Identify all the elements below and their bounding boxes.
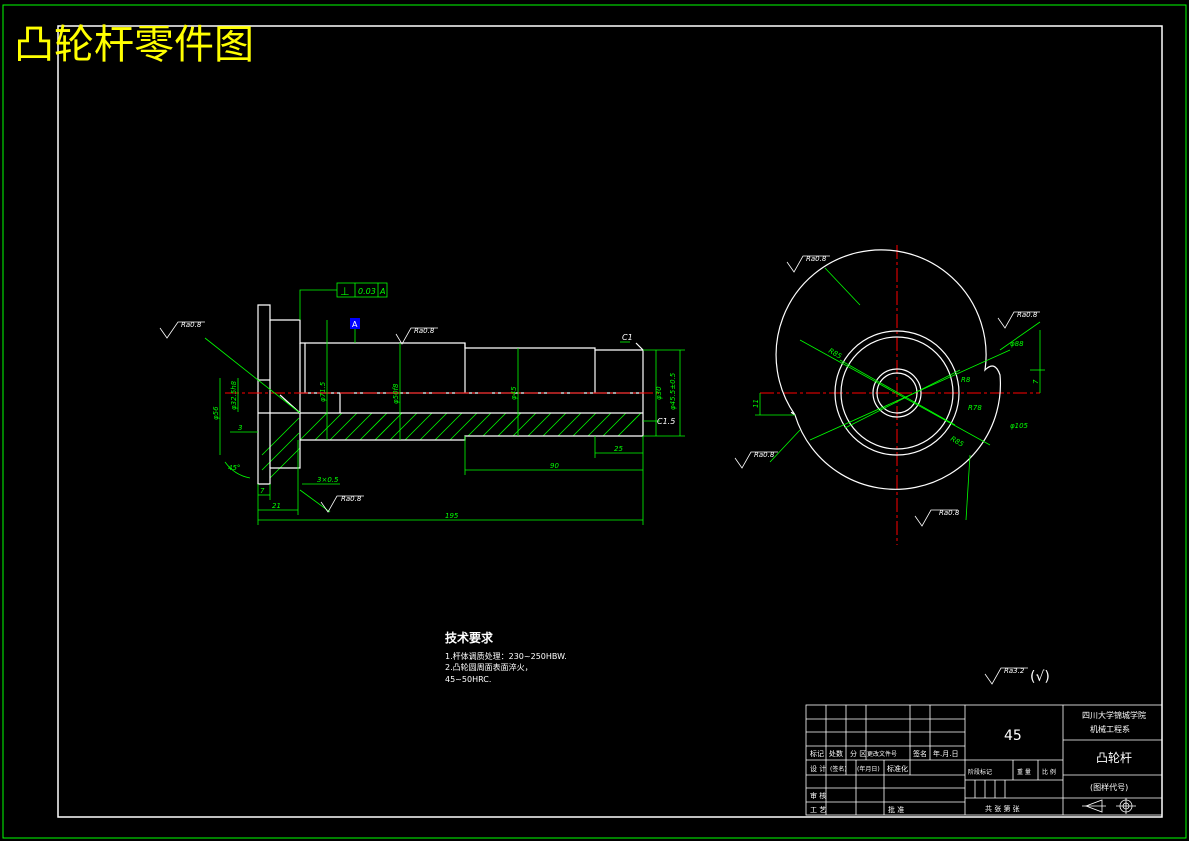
dim-7: 7 — [260, 487, 265, 495]
dim-mid-dia: φ45 — [510, 386, 518, 400]
dim-25: 25 — [614, 445, 623, 453]
tolerance-value: 0.03 — [358, 287, 376, 296]
tb-material: 45 — [1004, 728, 1022, 744]
dim-chamfer-c1: C1 — [622, 333, 633, 342]
tb-h-process: 工 艺 — [810, 806, 826, 814]
dim-side-7: 7 — [1032, 379, 1040, 384]
roughness-label-front-2: Ra0.8 — [414, 327, 435, 335]
side-view: Ra0.8 Ra0.8 Ra0.8 Ra0.8 R85 R85 φ88 R8 R… — [734, 245, 1045, 545]
dim-r85-a: R85 — [827, 347, 843, 361]
roughness-label-side-4: Ra0.8 — [939, 509, 960, 517]
dim-end-dia-2: φ45.5±0.5 — [669, 372, 677, 410]
tb-h-date: 年.月.日 — [933, 749, 958, 758]
roughness-symbols-front — [159, 321, 438, 513]
tolerance-symbol: ⊥ — [340, 285, 350, 298]
projection-symbol-icon — [1082, 798, 1136, 814]
dim-side-11: 11 — [752, 399, 760, 408]
section-hatching — [261, 412, 642, 479]
dim-groove-dia: φ71.5 — [319, 381, 327, 402]
tb-part-name: 凸轮杆 — [1096, 751, 1132, 765]
tech-req-line-1: 1.杆体调质处理：230~250HBW. — [445, 651, 567, 661]
tb-h-date2: (年月日) — [857, 765, 880, 773]
geometric-tolerance-frame: ⊥ 0.03 A — [336, 282, 388, 298]
general-roughness-value: Ra3.2 — [1004, 667, 1025, 675]
dim-angle: 45° — [228, 464, 240, 472]
tb-drawing-code: (图样代号) — [1090, 782, 1128, 792]
tb-h-design: 设 计 — [810, 764, 826, 773]
datum-letter: A — [352, 320, 358, 329]
tb-school-1: 四川大学锦城学院 — [1082, 710, 1146, 720]
dim-chamfer-c15: C1.5 — [657, 417, 675, 426]
dim-d88: φ88 — [1010, 340, 1024, 348]
dim-r78: R78 — [968, 404, 982, 412]
tech-req-line-2: 2.凸轮圆周面表面淬火， — [445, 662, 533, 672]
tb-h-approve: 批 准 — [888, 805, 904, 814]
roughness-symbols-side — [734, 255, 1040, 527]
tb-h-check: 审 核 — [810, 791, 826, 800]
dim-r85-b: R85 — [949, 435, 965, 449]
dim-d105: φ105 — [1010, 422, 1029, 430]
tb-school-2: 机械工程系 — [1090, 724, 1130, 734]
front-dimension-labels: φ56 φ32.5h8 φ71.5 φ50f8 φ45 φ30 φ45.5±0.… — [212, 333, 677, 520]
tb-h-std: 标准化 — [887, 764, 908, 773]
dim-end-dia-1: φ30 — [655, 386, 663, 400]
dim-3: 3 — [238, 424, 242, 432]
shaft-outline — [257, 304, 644, 485]
roughness-label-side-1: Ra0.8 — [806, 255, 827, 263]
dim-total: 195 — [445, 512, 459, 520]
tb-h-count: 处数 — [829, 749, 843, 758]
front-dimension-lines — [204, 289, 685, 525]
tech-req-heading: 技术要求 — [445, 630, 494, 645]
roughness-label-side-3: Ra0.8 — [754, 451, 775, 459]
general-roughness-suffix: (√) — [1030, 669, 1050, 685]
tb-h-sheet: 共 张 第 张 — [985, 804, 1020, 813]
tech-req-line-3: 45~50HRC. — [445, 675, 491, 684]
tb-h-doc: 更改文件号 — [867, 750, 897, 758]
title-block: 45 四川大学锦城学院 机械工程系 凸轮杆 (图样代号) 标记 处数 分 区 更… — [805, 704, 1163, 816]
tb-h-stage: 阶段标记 — [968, 768, 992, 776]
dim-r8: R8 — [961, 376, 971, 384]
tb-h-sign: 签名 — [913, 749, 927, 758]
drawing-frame — [2, 4, 1187, 839]
datum-marker: A — [350, 318, 360, 343]
dim-chamfer-dia: φ32.5h8 — [230, 380, 238, 410]
tb-h-mark: 标记 — [810, 749, 824, 758]
front-view: ⊥ 0.03 A A Ra0.8 Ra0.8 Ra0.8 φ56 φ32.5h8… — [159, 282, 685, 525]
roughness-label-front-1: Ra0.8 — [181, 321, 202, 329]
general-roughness: Ra3.2 (√) — [984, 667, 1050, 685]
dim-90: 90 — [550, 462, 559, 470]
tolerance-datum: A — [379, 287, 385, 296]
cam-outline — [775, 249, 1002, 490]
roughness-label-side-2: Ra0.8 — [1017, 311, 1038, 319]
tb-h-sig2: (签名) — [830, 765, 847, 773]
side-dimension-lines — [755, 267, 1045, 521]
drawing-title: 凸轮杆零件图 — [14, 22, 254, 68]
roughness-label-front-3: Ra0.8 — [341, 495, 362, 503]
dim-groove: 3×0.5 — [317, 476, 339, 484]
dim-21: 21 — [272, 502, 281, 510]
tb-h-scale: 比 例 — [1042, 768, 1056, 776]
dim-flange-dia: φ56 — [212, 406, 220, 420]
tb-h-weight: 重 量 — [1017, 768, 1031, 776]
dim-shaft-dia: φ50f8 — [392, 383, 400, 404]
tb-h-zone: 分 区 — [850, 749, 866, 758]
technical-requirements: 技术要求 1.杆体调质处理：230~250HBW. 2.凸轮圆周面表面淬火， 4… — [445, 630, 567, 684]
